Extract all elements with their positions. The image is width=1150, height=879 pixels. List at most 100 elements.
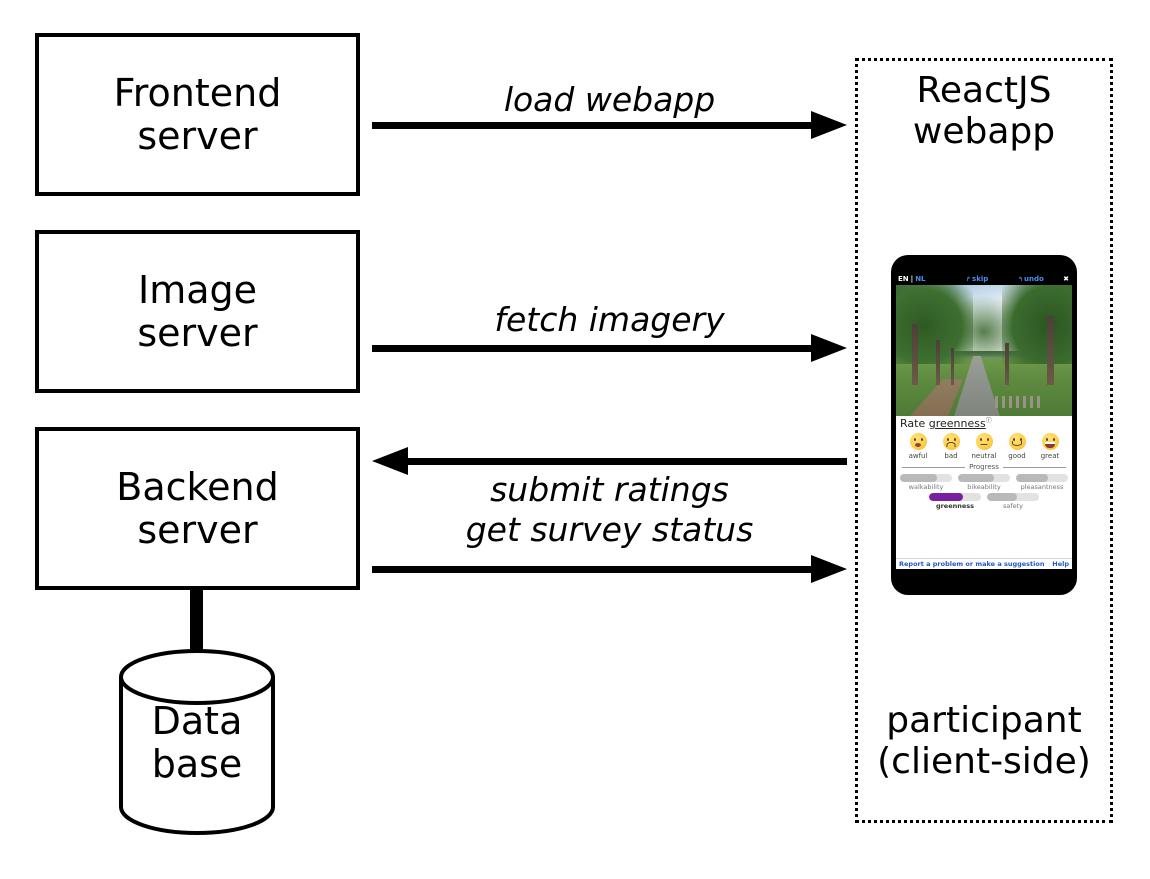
rating-prompt: Rate greennessⓘ (900, 417, 1068, 430)
app-footer: Report a problem or make a suggestion He… (896, 558, 1072, 569)
progress-item-greenness: greenness (929, 493, 981, 510)
client-title-line: ReactJS (916, 70, 1052, 111)
node-image-server: Image server (35, 230, 360, 393)
rating-section: Rate greennessⓘ awful bad (896, 416, 1072, 558)
flow-label-load-webapp: load webapp (503, 80, 716, 119)
photo-tree-trunk (936, 340, 941, 385)
emoji-bad-icon (942, 433, 960, 451)
progress-caption: Progress (969, 463, 999, 472)
node-label-line: base (151, 741, 243, 786)
flow-label-backend-exchange: submit ratings get survey status (372, 470, 847, 551)
photo-tree-trunk (911, 324, 918, 385)
arrow-shaft (372, 345, 817, 352)
node-label-line: server (137, 310, 258, 355)
progress-label: walkability (908, 483, 944, 492)
flow-label-fetch-imagery: fetch imagery (494, 300, 725, 339)
arrow-shaft (402, 458, 847, 465)
rating-option-awful[interactable]: awful (902, 433, 934, 460)
node-label-line: Backend (116, 464, 279, 509)
progress-track (929, 493, 981, 502)
phone-mockup: EN | NL ↱skip ↰undo ✖ (891, 255, 1077, 595)
progress-fill (987, 493, 1018, 502)
flow-label-get-survey-status: get survey status (465, 510, 754, 550)
divider-rule-right (1002, 466, 1066, 468)
progress-row-1: walkability bikeability pleasantness (900, 474, 1068, 491)
language-en-button[interactable]: EN (898, 275, 909, 283)
rating-options: awful bad neutral (900, 432, 1068, 460)
photo-tree-trunk (950, 347, 954, 385)
node-label-line: Image (137, 267, 257, 312)
progress-label: safety (1002, 502, 1024, 511)
language-nl-button[interactable]: NL (915, 275, 926, 283)
skip-button[interactable]: ↱skip (966, 275, 988, 283)
rating-option-bad[interactable]: bad (935, 433, 967, 460)
client-caption-line: (client-side) (877, 741, 1091, 783)
client-title-line: webapp (912, 111, 1056, 153)
arrow-shaft (372, 122, 817, 129)
node-label-line: Data (151, 699, 243, 743)
rating-option-great[interactable]: great (1034, 433, 1066, 460)
language-separator: | (910, 275, 914, 283)
arrow-head-right-icon (811, 334, 847, 362)
progress-divider: Progress (902, 463, 1066, 471)
emoji-awful-icon (909, 433, 927, 451)
node-label-line: Frontend (113, 70, 282, 115)
undo-arrow-icon: ↰ (1018, 276, 1024, 283)
progress-label: greenness (935, 502, 975, 511)
undo-button[interactable]: ↰undo (1018, 275, 1044, 283)
emoji-good-icon (1008, 433, 1026, 451)
progress-label: pleasantness (1020, 483, 1064, 492)
rating-prompt-term: greenness (928, 417, 986, 430)
app-topbar: EN | NL ↱skip ↰undo ✖ (896, 273, 1072, 285)
progress-item-pleasantness: pleasantness (1016, 474, 1068, 491)
progress-fill-active (929, 493, 964, 502)
streetview-photo (896, 285, 1072, 416)
emoji-great-icon (1041, 433, 1059, 451)
progress-item-safety: safety (987, 493, 1039, 510)
node-database-cylinder (117, 649, 277, 835)
node-backend-server: Backend server (35, 427, 360, 590)
skip-button-label: skip (972, 275, 989, 283)
photo-tree-trunk (1005, 342, 1010, 385)
rating-option-label: bad (944, 452, 958, 461)
client-side-caption: participant (client-side) (855, 700, 1113, 782)
photo-canopy-center (941, 295, 1027, 356)
help-link[interactable]: Help (1052, 560, 1069, 568)
rating-prompt-prefix: Rate (900, 417, 929, 430)
progress-label: bikeability (967, 483, 1001, 492)
close-icon[interactable]: ✖ (1063, 275, 1069, 283)
rating-option-good[interactable]: good (1001, 433, 1033, 460)
progress-track (958, 474, 1010, 483)
phone-screen: EN | NL ↱skip ↰undo ✖ (896, 273, 1072, 569)
info-icon[interactable]: ⓘ (985, 417, 992, 425)
rating-option-neutral[interactable]: neutral (968, 433, 1000, 460)
flow-label-submit-ratings: submit ratings (490, 470, 729, 509)
rating-option-label: great (1040, 452, 1060, 461)
node-label-line: server (137, 507, 258, 552)
node-frontend-server-label: Frontend server (114, 72, 282, 157)
arrow-head-left-icon (372, 447, 408, 475)
photo-fence (994, 396, 1044, 409)
node-backend-server-label: Backend server (116, 466, 278, 551)
progress-item-bikeability: bikeability (958, 474, 1010, 491)
node-label-line: server (137, 113, 258, 158)
node-frontend-server: Frontend server (35, 33, 360, 196)
progress-track (987, 493, 1039, 502)
progress-item-walkability: walkability (900, 474, 952, 491)
report-problem-link[interactable]: Report a problem or make a suggestion (899, 560, 1045, 568)
progress-track (1016, 474, 1068, 483)
progress-fill (958, 474, 995, 483)
progress-row-2: greenness safety (900, 493, 1068, 510)
node-database-label: Data base (117, 700, 277, 785)
node-image-server-label: Image server (137, 269, 257, 354)
client-caption-line: participant (886, 700, 1082, 741)
emoji-neutral-icon (975, 433, 993, 451)
rating-option-label: good (1008, 452, 1026, 461)
rating-option-label: neutral (971, 452, 997, 461)
undo-button-label: undo (1024, 275, 1044, 283)
rating-option-label: awful (908, 452, 928, 461)
arrow-shaft (372, 566, 817, 573)
arrow-head-right-icon (811, 111, 847, 139)
progress-track (900, 474, 952, 483)
arrow-head-right-icon (811, 555, 847, 583)
